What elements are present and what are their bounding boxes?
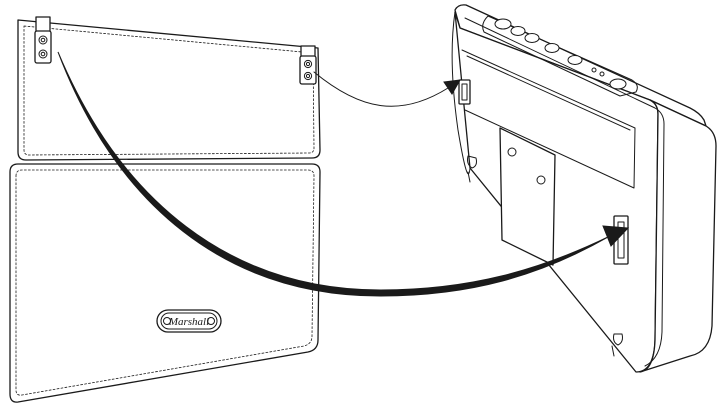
cover-tab-left	[34, 16, 52, 64]
plate-screw	[536, 175, 546, 185]
arrowhead-lower	[602, 225, 630, 247]
power-knob	[609, 78, 627, 90]
cover-flap	[17, 19, 321, 161]
marshall-logo-text: Marshall	[168, 316, 209, 328]
control-knob	[544, 43, 560, 53]
speaker	[451, 4, 717, 373]
cover-flap-stitching	[23, 25, 315, 156]
indicator-light	[599, 71, 605, 77]
arrow-upper	[313, 71, 461, 107]
control-panel	[482, 15, 638, 97]
marshall-badge: Marshall	[156, 309, 222, 333]
arrow-lower	[57, 51, 630, 297]
cover-body	[9, 163, 321, 403]
cover-tab-right	[299, 45, 317, 85]
control-knob	[524, 33, 540, 43]
control-knob	[567, 55, 583, 65]
plate-screw	[507, 147, 517, 157]
control-knob	[510, 26, 526, 36]
speaker-foot	[613, 333, 623, 346]
arrowhead-upper	[443, 79, 461, 95]
cover: Marshall	[9, 16, 321, 403]
mount-slot-upper	[458, 79, 471, 105]
rear-plate	[499, 127, 556, 266]
vent-slot	[461, 49, 636, 189]
indicator-light	[591, 67, 597, 73]
speaker-foot	[467, 155, 477, 169]
cover-body-stitching	[15, 169, 315, 396]
control-knob	[494, 18, 512, 30]
